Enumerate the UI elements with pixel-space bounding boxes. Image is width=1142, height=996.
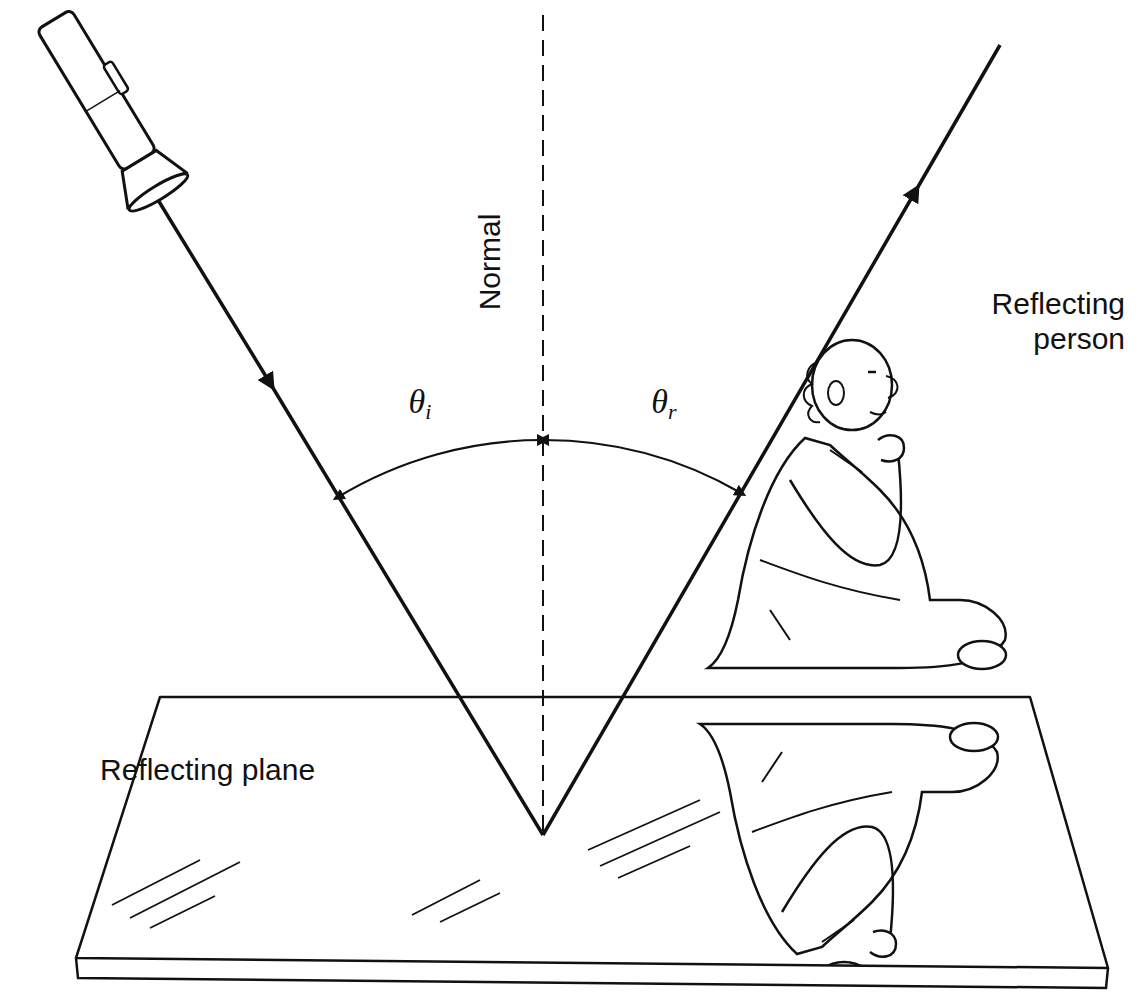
angle-of-incidence: θi [409, 382, 432, 421]
sitting-person [708, 340, 1006, 669]
flashlight [25, 2, 191, 216]
incidence-angle-arc [338, 440, 543, 497]
normal-line [542, 15, 544, 835]
angle-of-reflection: θr [651, 382, 676, 421]
normal-label: Normal [473, 214, 508, 311]
person-reflection [700, 723, 998, 996]
glass-hatching [112, 800, 720, 928]
reflecting-plane: Reflecting plane [75, 695, 1111, 987]
incident-ray [155, 195, 543, 835]
plane-border [76, 697, 1108, 968]
person-label: Reflecting person [940, 287, 1125, 356]
plane-outline [75, 695, 1111, 987]
reflection-angle-arc [543, 440, 741, 493]
plane-label: Reflecting plane [100, 753, 315, 788]
reflected-ray [543, 45, 1000, 835]
